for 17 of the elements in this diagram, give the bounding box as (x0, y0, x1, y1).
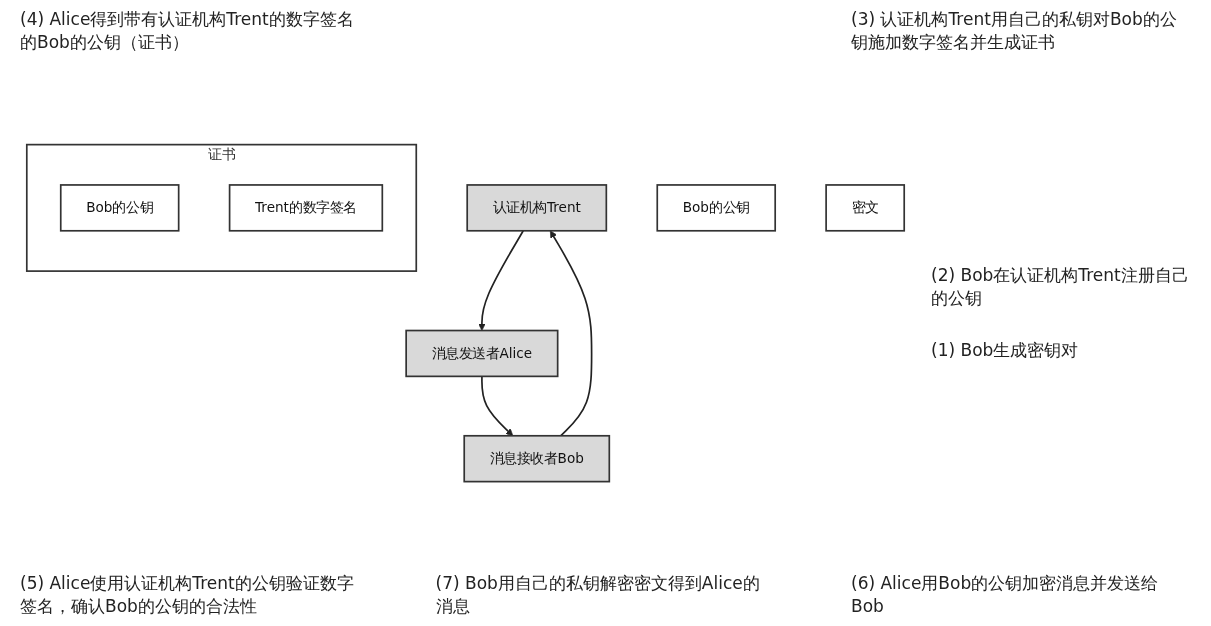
node-box: 认证机构Trent (466, 183, 608, 232)
step-note: (6) Alice用Bob的公钥加密消息并发送给Bob (851, 572, 1160, 618)
arrow (481, 375, 514, 436)
node-box: 密文 (825, 183, 906, 232)
step-note: (2) Bob在认证机构Trent注册自己的公钥 (931, 263, 1190, 310)
step-note: (7) Bob用自己的私钥解密密文得到Alice的消息 (435, 572, 761, 618)
node-box: Bob的公钥 (656, 183, 777, 232)
step-note: (4) Alice得到带有认证机构Trent的数字签名的Bob的公钥（证书） (20, 8, 355, 54)
node-box: Trent的数字签名 (228, 183, 384, 232)
step-note: (1) Bob生成密钥对 (931, 339, 1080, 363)
arrow (478, 229, 525, 331)
node-box: Bob的公钥 (59, 183, 180, 232)
step-note: (5) Alice使用认证机构Trent的公钥验证数字签名，确认Bob的公钥的合法性 (20, 572, 355, 618)
arrow (549, 230, 593, 437)
step-note: (3) 认证机构Trent用自己的私钥对Bob的公钥施加数字签名并生成证书 (851, 8, 1178, 54)
node-box: 消息发送者Alice (405, 329, 559, 378)
node-box: 消息接收者Bob (463, 434, 611, 483)
